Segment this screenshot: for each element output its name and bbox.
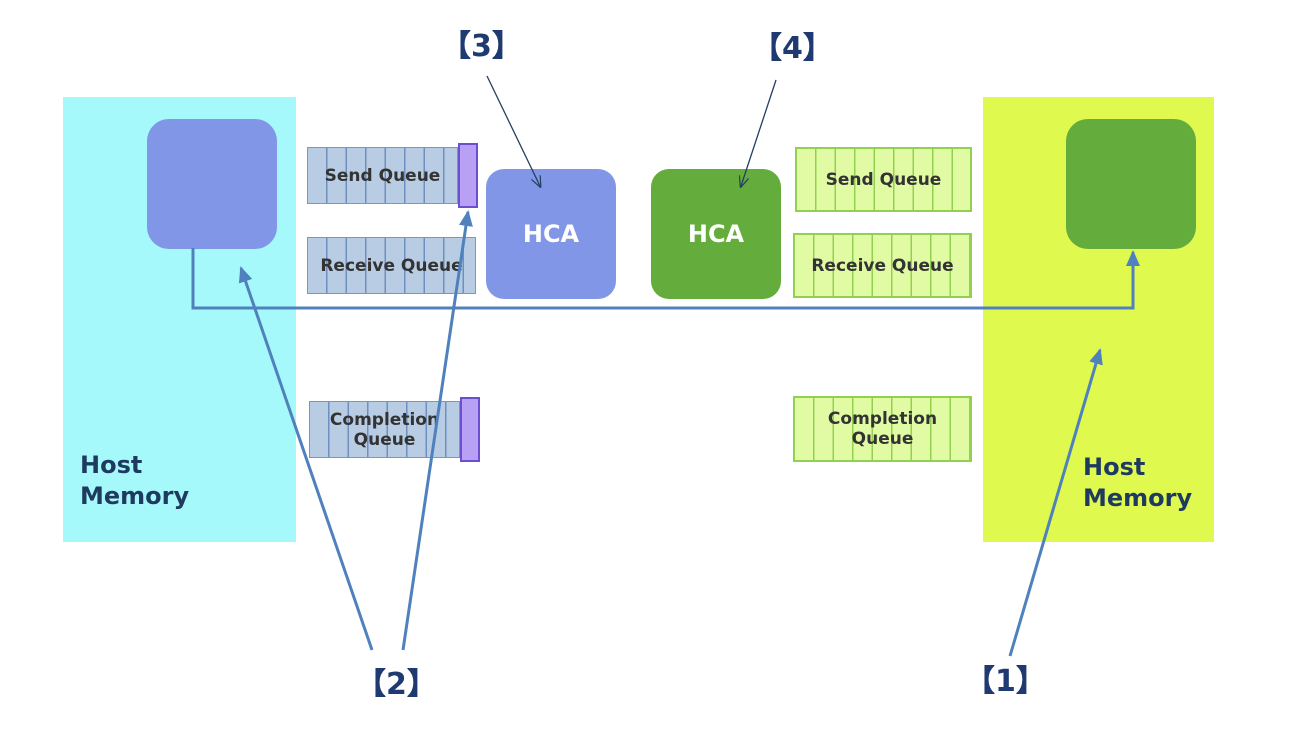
left-memory-buffer	[147, 119, 277, 249]
right-send-queue: Send Queue	[795, 147, 972, 212]
left-send-queue-label: Send Queue	[324, 165, 441, 186]
rdma-data-path-arrow	[191, 248, 1140, 310]
tag3-to-left-hca-arrow	[486, 75, 540, 186]
left-host-label-line2: Memory	[80, 482, 190, 510]
left-completion-queue-line1: Completion	[329, 409, 440, 430]
right-memory-buffer	[1066, 119, 1196, 249]
right-send-queue-label: Send Queue	[825, 169, 942, 190]
right-completion-queue: Completion Queue	[793, 396, 972, 462]
step-tag-4: 【4】	[752, 31, 833, 66]
right-hca-label: HCA	[687, 220, 745, 248]
right-receive-queue-label: Receive Queue	[811, 255, 954, 276]
right-receive-queue: Receive Queue	[793, 233, 972, 298]
right-completion-queue-line1: Completion	[827, 409, 938, 429]
tag1-to-right-memory-arrow	[1008, 348, 1103, 657]
left-send-queue: Send Queue	[307, 147, 458, 204]
right-hca: HCA	[651, 169, 781, 299]
step-tag-1: 【1】	[965, 664, 1046, 699]
right-host-label-line1: Host	[1083, 453, 1146, 481]
right-host-label-line2: Memory	[1083, 484, 1193, 512]
left-hca-label: HCA	[522, 220, 580, 248]
left-hca: HCA	[486, 169, 616, 299]
tag4-to-right-hca-arrow	[741, 79, 777, 186]
left-send-work-request	[458, 143, 478, 208]
left-receive-queue: Receive Queue	[307, 237, 476, 294]
right-completion-queue-line2: Queue	[851, 429, 914, 449]
step-tag-3: 【3】	[441, 29, 522, 64]
left-host-label-line1: Host	[80, 451, 143, 479]
left-host-memory-label: Host Memory	[80, 450, 189, 512]
left-receive-queue-label: Receive Queue	[320, 255, 463, 276]
step-tag-2: 【2】	[356, 667, 437, 702]
tag2-to-send-queue-arrow	[401, 210, 473, 651]
left-completion-entry	[460, 397, 480, 462]
right-host-memory-label: Host Memory	[1083, 452, 1192, 514]
left-completion-queue-line2: Queue	[353, 429, 416, 450]
tag2-to-buffer-arrow	[238, 266, 374, 651]
